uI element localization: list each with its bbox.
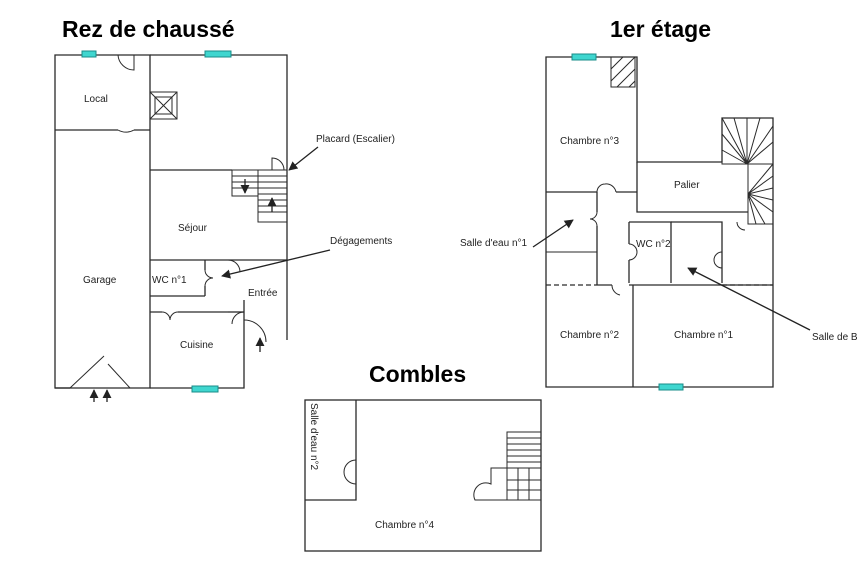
room-label-chambre2: Chambre n°2 xyxy=(560,330,619,341)
room-label-chambre4: Chambre n°4 xyxy=(375,520,434,531)
window xyxy=(571,53,597,61)
room-label-entree: Entrée xyxy=(248,288,278,299)
first-floor-title: 1er étage xyxy=(610,16,711,42)
window xyxy=(81,50,97,58)
window xyxy=(658,383,684,391)
vent-box xyxy=(149,91,178,120)
room-label-cuisine: Cuisine xyxy=(180,340,214,351)
first-floor-plan: Chambre n°3 Palier WC n°2 Chambre n°2 Ch… xyxy=(460,53,858,391)
attic-plan: Salle d'eau n°2 Chambre n°4 xyxy=(304,399,542,552)
room-label-chambre3: Chambre n°3 xyxy=(560,136,619,147)
room-label-wc1: WC n°1 xyxy=(152,275,187,286)
room-label-garage: Garage xyxy=(83,275,117,286)
staircase xyxy=(257,169,288,223)
room-label-wc2: WC n°2 xyxy=(636,239,671,250)
room-label-palier: Palier xyxy=(674,180,700,191)
room-label-salle-eau2: Salle d'eau n°2 xyxy=(308,403,319,471)
callout-degagements: Dégagements xyxy=(330,236,392,247)
callout-placard: Placard (Escalier) xyxy=(316,134,395,145)
window xyxy=(204,50,232,58)
attic-title: Combles xyxy=(369,361,466,387)
room-label-sejour: Séjour xyxy=(178,223,208,234)
room-label-chambre1: Chambre n°1 xyxy=(674,330,733,341)
callout-salle-bain: Salle de B xyxy=(812,332,858,343)
ground-floor-plan: Local Garage Séjour WC n°1 Entrée Cuisin… xyxy=(54,50,395,402)
window xyxy=(191,385,219,393)
room-label-local: Local xyxy=(84,94,108,105)
callout-salle-eau1: Salle d'eau n°1 xyxy=(460,238,528,249)
ground-floor-title: Rez de chaussé xyxy=(62,16,235,42)
